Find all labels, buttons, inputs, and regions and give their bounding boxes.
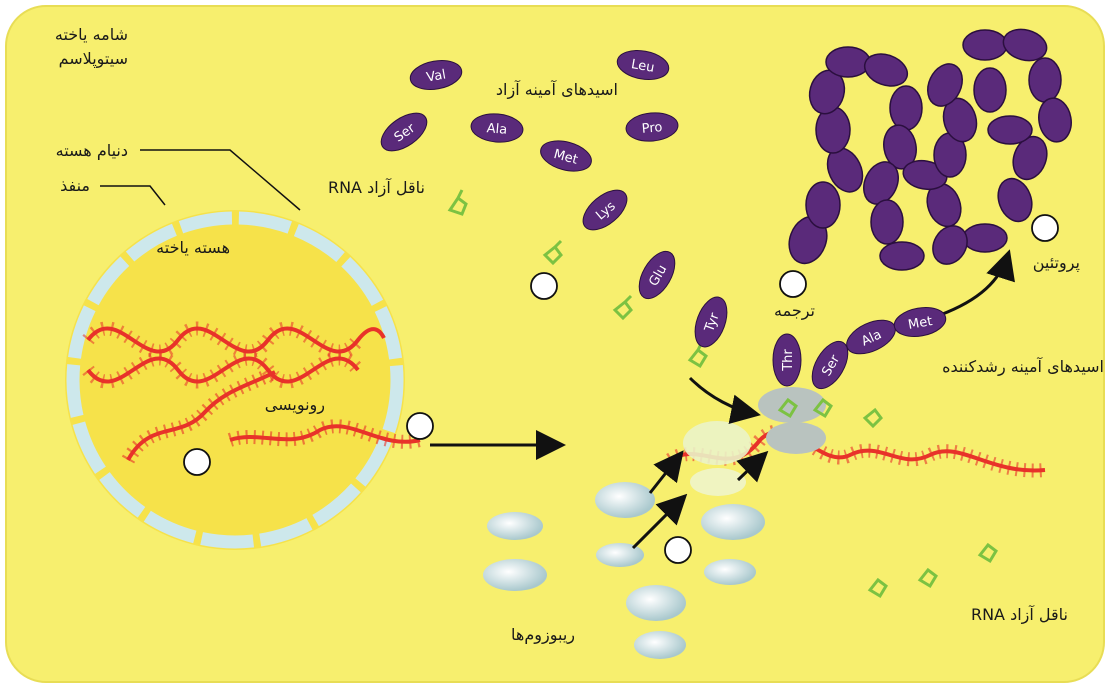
label-ribosomes: ریبوزوم‌ها — [511, 625, 575, 645]
answer-circle-5[interactable] — [1032, 215, 1058, 241]
label-cytoplasm: سیتوپلاسم — [59, 49, 128, 69]
label-protein: پروتئین — [1033, 253, 1080, 273]
answer-circle-3[interactable] — [531, 273, 557, 299]
answer-circle-6[interactable] — [665, 537, 691, 563]
label-cell-membrane: شامه یاخته — [55, 25, 128, 44]
label-free-trna-top: RNA ناقل آزاد — [328, 178, 425, 198]
answer-circle-1[interactable] — [407, 413, 433, 439]
svg-text:Thr: Thr — [781, 349, 796, 372]
label-nuclear-envelope: دنیام هسته — [56, 141, 128, 160]
label-translation: ترجمه — [774, 301, 815, 321]
label-free-amino-acids: اسیدهای آمینه آزاد — [496, 80, 618, 100]
svg-text:Pro: Pro — [641, 120, 663, 137]
label-growing-amino-acids: اسیدهای آمینه رشدکننده — [942, 357, 1104, 377]
label-nucleus: هسته یاخته — [156, 238, 230, 257]
answer-circle-2[interactable] — [184, 449, 210, 475]
answer-circle-4[interactable] — [780, 271, 806, 297]
label-pore: منفذ — [60, 176, 90, 195]
label-transcription: رونویسی — [265, 395, 325, 415]
label-free-trna-bottom: RNA ناقل آزاد — [971, 605, 1068, 625]
svg-text:Ala: Ala — [486, 121, 508, 138]
amino-acid-thr: Thr — [773, 334, 801, 386]
